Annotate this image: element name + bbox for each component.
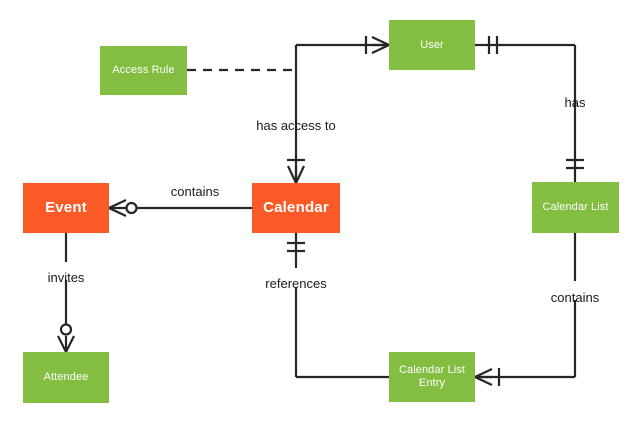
edge-label-contains-list-entry: contains	[550, 290, 600, 305]
entity-label: Calendar List Entry	[398, 364, 466, 389]
crowsfoot-calendar-top	[287, 158, 305, 184]
entity-label: Calendar	[263, 199, 329, 217]
edge-label-has-access-to: has access to	[256, 118, 336, 133]
entity-attendee[interactable]: Attendee	[23, 352, 109, 403]
entity-label: Event	[45, 199, 87, 217]
entity-calendar-list-entry[interactable]: Calendar List Entry	[389, 352, 475, 402]
edge-label-invites: invites	[47, 270, 85, 285]
entity-calendar-list[interactable]: Calendar List	[532, 182, 619, 233]
entity-access-rule[interactable]: Access Rule	[100, 46, 187, 95]
oneandonlyone-calendarlist-top	[566, 158, 584, 170]
entity-user[interactable]: User	[389, 20, 475, 70]
entity-label: Attendee	[43, 371, 89, 384]
entity-label: Access Rule	[112, 64, 175, 77]
entity-label: User	[420, 38, 444, 51]
crowsfoot-circle-attendee-top	[57, 323, 75, 353]
entity-calendar[interactable]: Calendar	[252, 183, 340, 233]
oneandonlyone-user-right	[487, 36, 499, 54]
crowsfoot-entry-right	[474, 368, 501, 386]
edge-label-contains-event-calendar: contains	[170, 184, 220, 199]
edge-label-has: has	[564, 95, 586, 110]
edge-label-references: references	[265, 276, 327, 291]
crowsfoot-circle-event-right	[108, 199, 138, 217]
crowsfoot-user-left	[364, 36, 390, 54]
entity-event[interactable]: Event	[23, 183, 109, 233]
entity-label: Calendar List	[542, 201, 609, 214]
oneandonlyone-calendar-bottom	[287, 241, 305, 253]
